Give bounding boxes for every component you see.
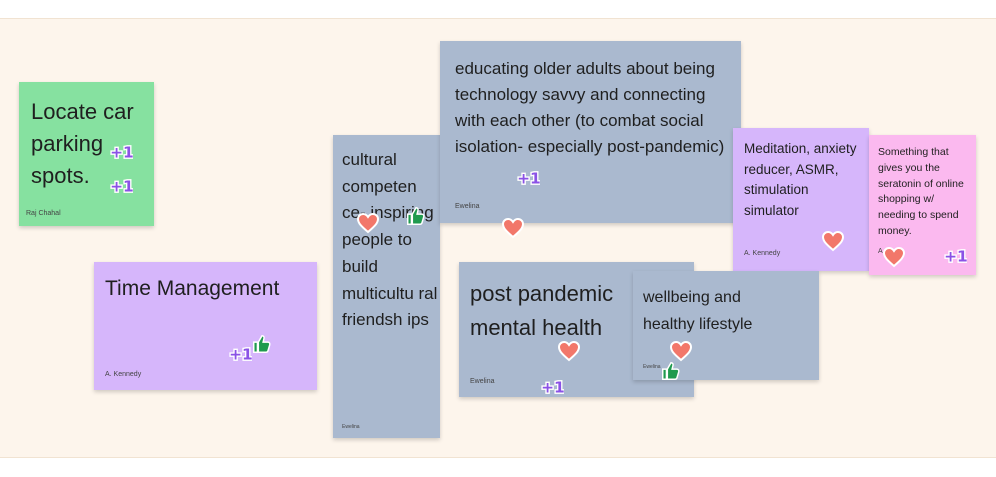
plus-one-icon[interactable]: +1: [109, 141, 135, 163]
plus-one-icon[interactable]: +1: [943, 245, 969, 267]
heart-icon[interactable]: [501, 216, 525, 239]
sticky-note-wellbeing[interactable]: wellbeing and healthy lifestyle Ewelina: [633, 271, 819, 380]
thumbs-up-icon[interactable]: [405, 205, 427, 227]
note-text: post pandemic mental health: [470, 281, 614, 340]
sticky-note-parking[interactable]: Locate car parking spots. Raj Chahal: [19, 82, 154, 226]
note-text: Locate car parking spots.: [31, 99, 134, 188]
plus-one-icon[interactable]: +1: [228, 343, 254, 365]
note-text: cultural competen ce- inspiring people t…: [342, 150, 438, 330]
note-text: wellbeing and healthy lifestyle: [643, 289, 753, 333]
svg-text:+1: +1: [541, 378, 564, 396]
svg-text:+1: +1: [229, 345, 252, 363]
sticky-note-time-management[interactable]: Time Management A. Kennedy: [94, 262, 317, 390]
note-text: Something that gives you the seratonin o…: [878, 146, 964, 237]
whiteboard-canvas[interactable]: Locate car parking spots. Raj Chahal Tim…: [0, 18, 996, 458]
note-author: Ewelina: [643, 364, 661, 370]
thumbs-up-icon[interactable]: [660, 360, 682, 382]
sticky-note-meditation[interactable]: Meditation, anxiety reducer, ASMR, stimu…: [733, 128, 869, 271]
heart-icon[interactable]: [882, 245, 906, 268]
note-text: Meditation, anxiety reducer, ASMR, stimu…: [744, 141, 857, 218]
plus-one-icon[interactable]: +1: [540, 376, 566, 398]
note-author: Ewelina: [342, 424, 360, 430]
heart-icon[interactable]: [821, 229, 845, 252]
heart-icon[interactable]: [557, 339, 581, 362]
svg-text:+1: +1: [110, 177, 133, 195]
sticky-note-cultural-competence[interactable]: cultural competen ce- inspiring people t…: [333, 135, 440, 438]
note-author: Ewelina: [470, 378, 495, 385]
note-author: Ewelina: [455, 203, 480, 210]
svg-text:+1: +1: [110, 143, 133, 161]
thumbs-up-icon[interactable]: [251, 333, 273, 355]
sticky-note-educating-older-adults[interactable]: educating older adults about being techn…: [440, 41, 741, 223]
plus-one-icon[interactable]: +1: [516, 167, 542, 189]
note-author: A. Kennedy: [744, 250, 781, 257]
heart-icon[interactable]: [669, 339, 693, 362]
note-author: Raj Chahal: [26, 210, 61, 217]
note-text: Time Management: [105, 277, 280, 300]
plus-one-icon[interactable]: +1: [109, 175, 135, 197]
note-author: A. Kennedy: [105, 371, 142, 378]
svg-text:+1: +1: [944, 247, 967, 265]
note-author: A: [878, 248, 883, 255]
svg-text:+1: +1: [517, 169, 540, 187]
note-text: educating older adults about being techn…: [455, 59, 725, 156]
heart-icon[interactable]: [356, 211, 380, 234]
